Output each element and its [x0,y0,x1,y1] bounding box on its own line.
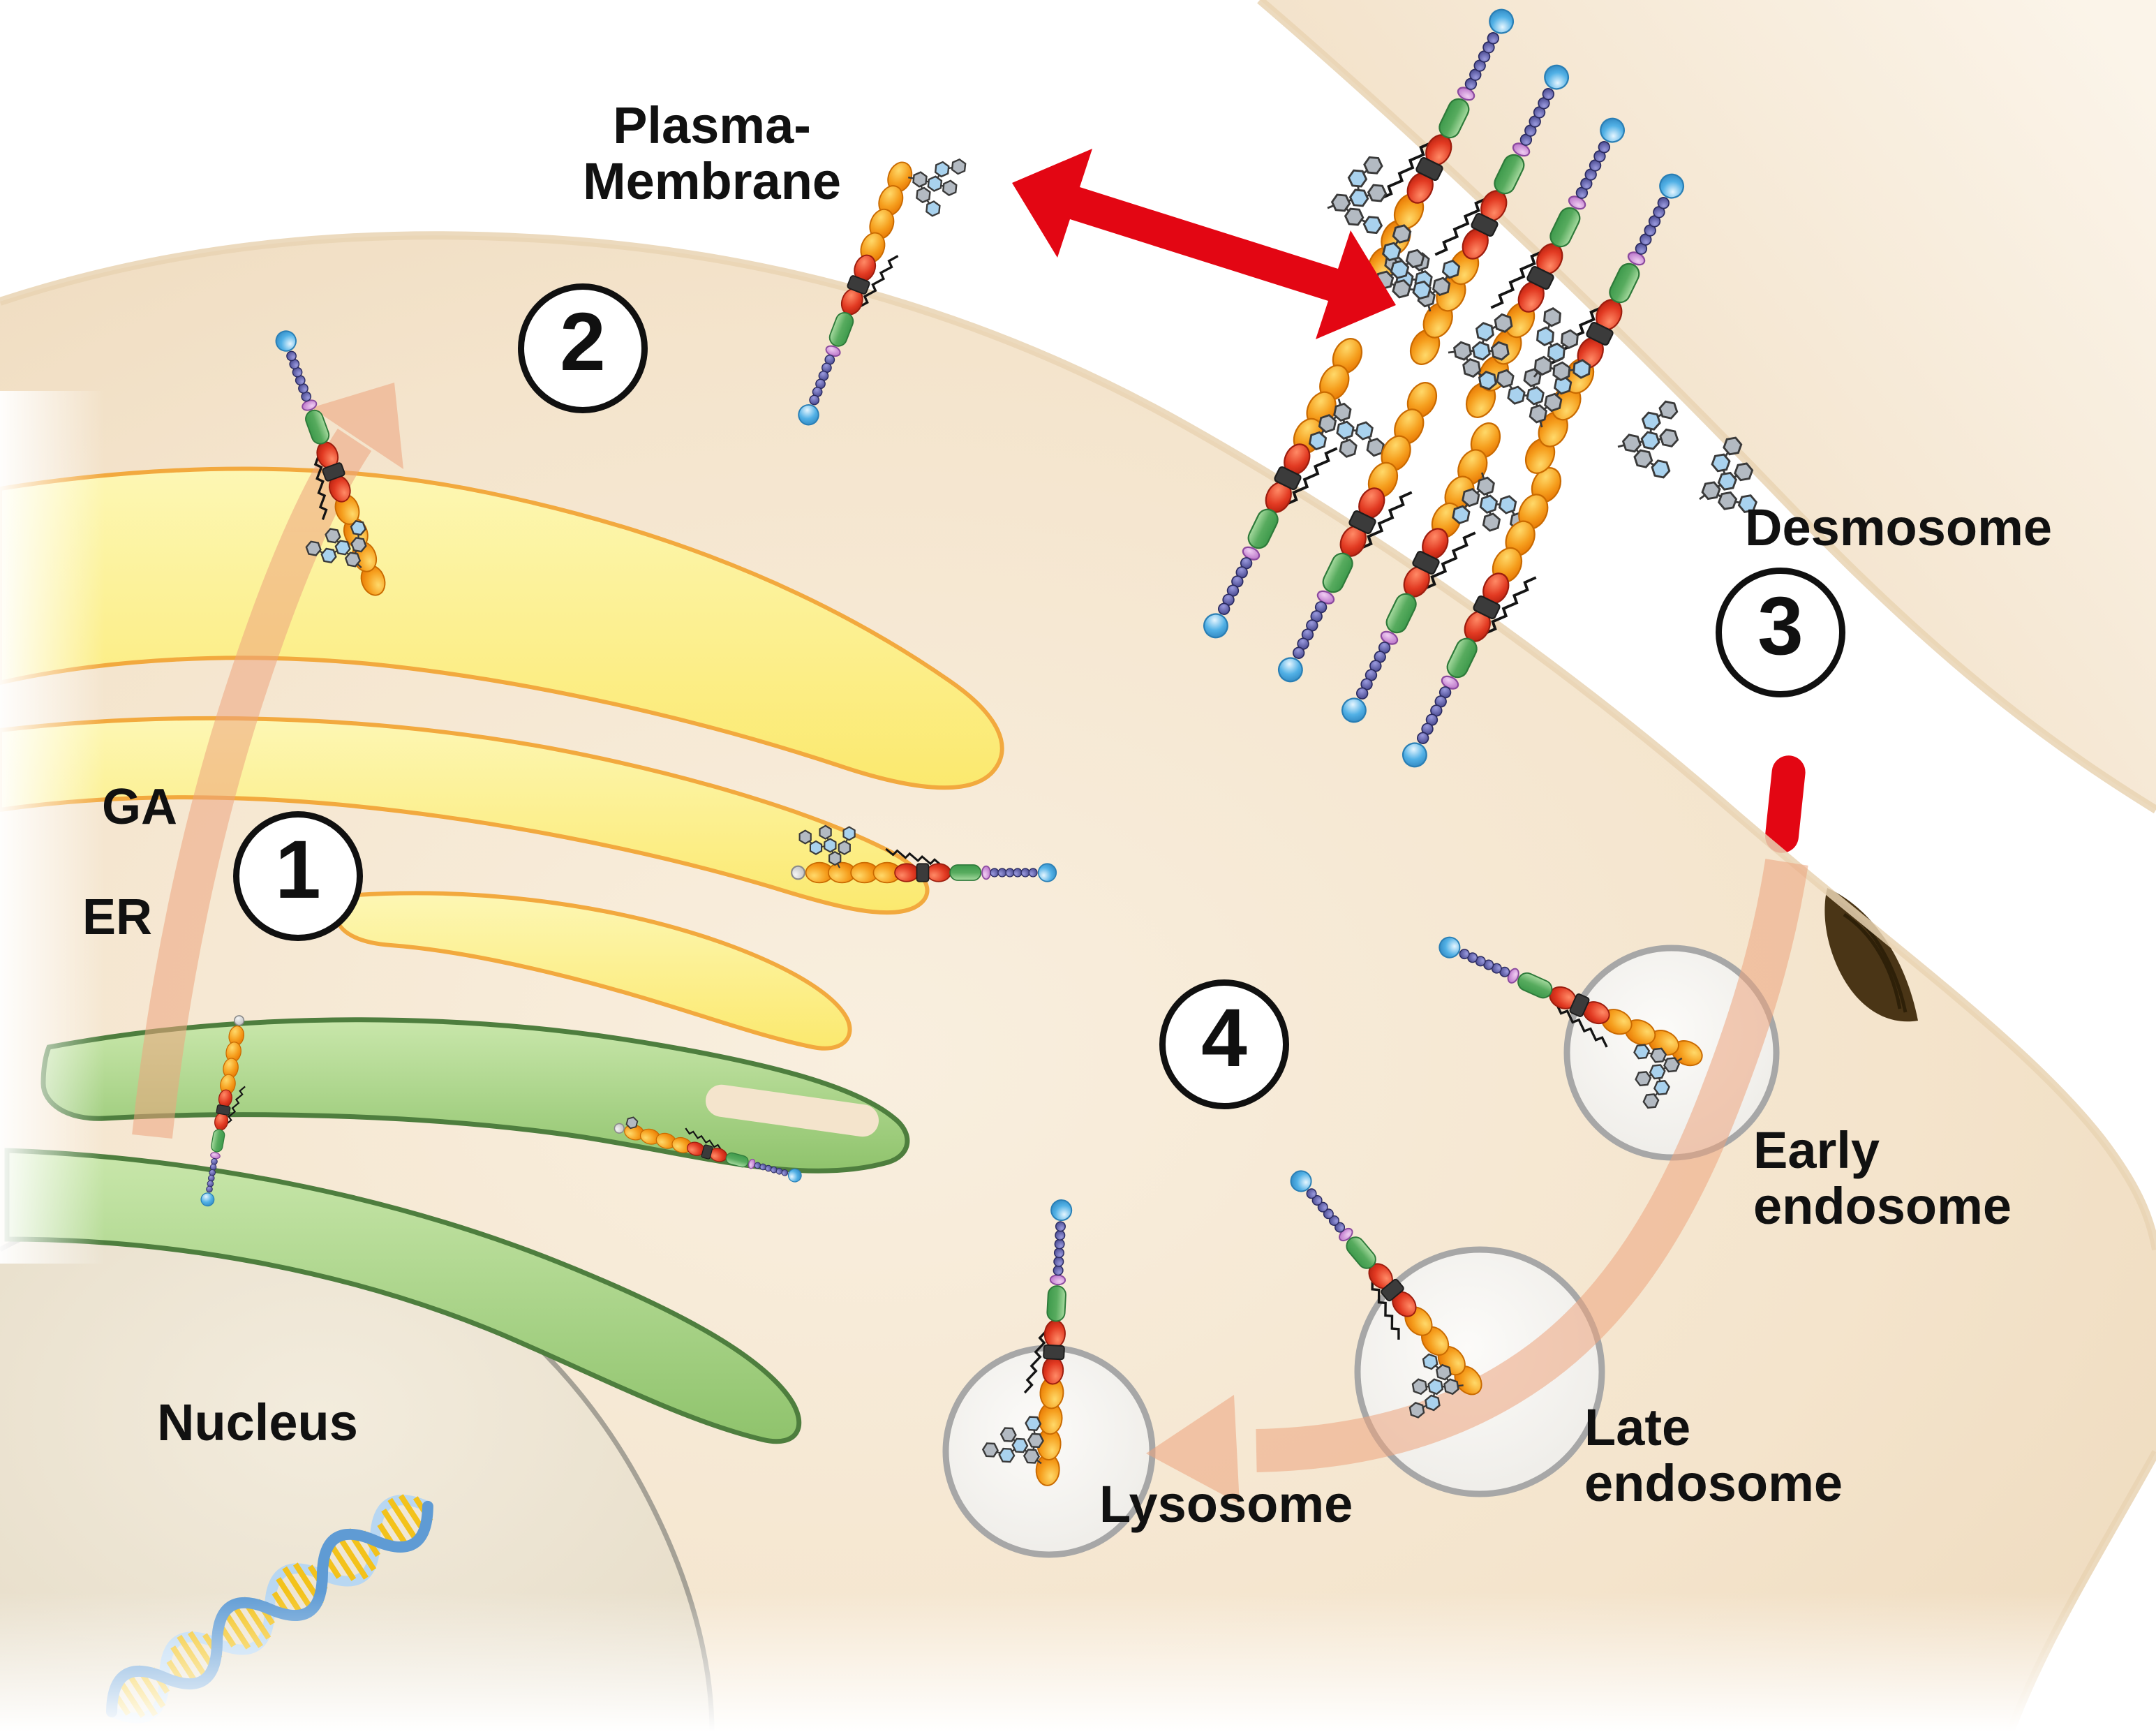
er-label: ER [82,889,153,945]
er-tubule-2 [4,1148,802,1444]
golgi-cisterna-3 [334,891,852,1051]
early-endosome-label: Early endosome [1753,1123,2012,1234]
lysosome-label: Lysosome [1099,1475,1353,1533]
plasma-membrane-label-line1: Plasma- [613,96,811,154]
er-lumen-slit [705,1084,879,1137]
late-endosome-label-line1: Late [1584,1398,1691,1456]
step-3-badge: 3 [1716,568,1845,697]
red-marker-rod [1764,755,1806,853]
golgi-cisterna-1 [0,466,1004,790]
step-4-badge: 4 [1159,979,1289,1109]
endocytic-pathway-arrow [1146,859,1808,1504]
secretory-pathway-arrow [132,383,403,1139]
cell-upper-membrane-edge [1257,0,2156,814]
plasma-membrane-label-line2: Membrane [582,151,842,210]
desmosome-label: Desmosome [1745,498,2053,556]
cell-lower-membrane-edge [0,231,2156,1251]
golgi-label: GA [102,779,177,835]
left-fade [0,391,105,1264]
adhesion-double-arrow [1012,149,1396,339]
step-1-badge: 1 [233,811,363,941]
bottom-fade [0,1592,2156,1732]
glycan-tree-free-6 [1325,154,1389,234]
plasma-membrane-label: Plasma- Membrane [530,98,893,209]
late-endosome-label-line2: endosome [1584,1453,1843,1512]
glycan-tree-free-4 [1614,394,1685,479]
step-2-badge: 2 [518,283,648,413]
cell-upper [1260,0,2156,810]
late-endosome-label: Late endosome [1584,1400,1843,1511]
early-endosome-label-line1: Early [1753,1121,1880,1179]
early-endosome-label-line2: endosome [1753,1176,2012,1235]
nucleus-label: Nucleus [157,1393,358,1451]
